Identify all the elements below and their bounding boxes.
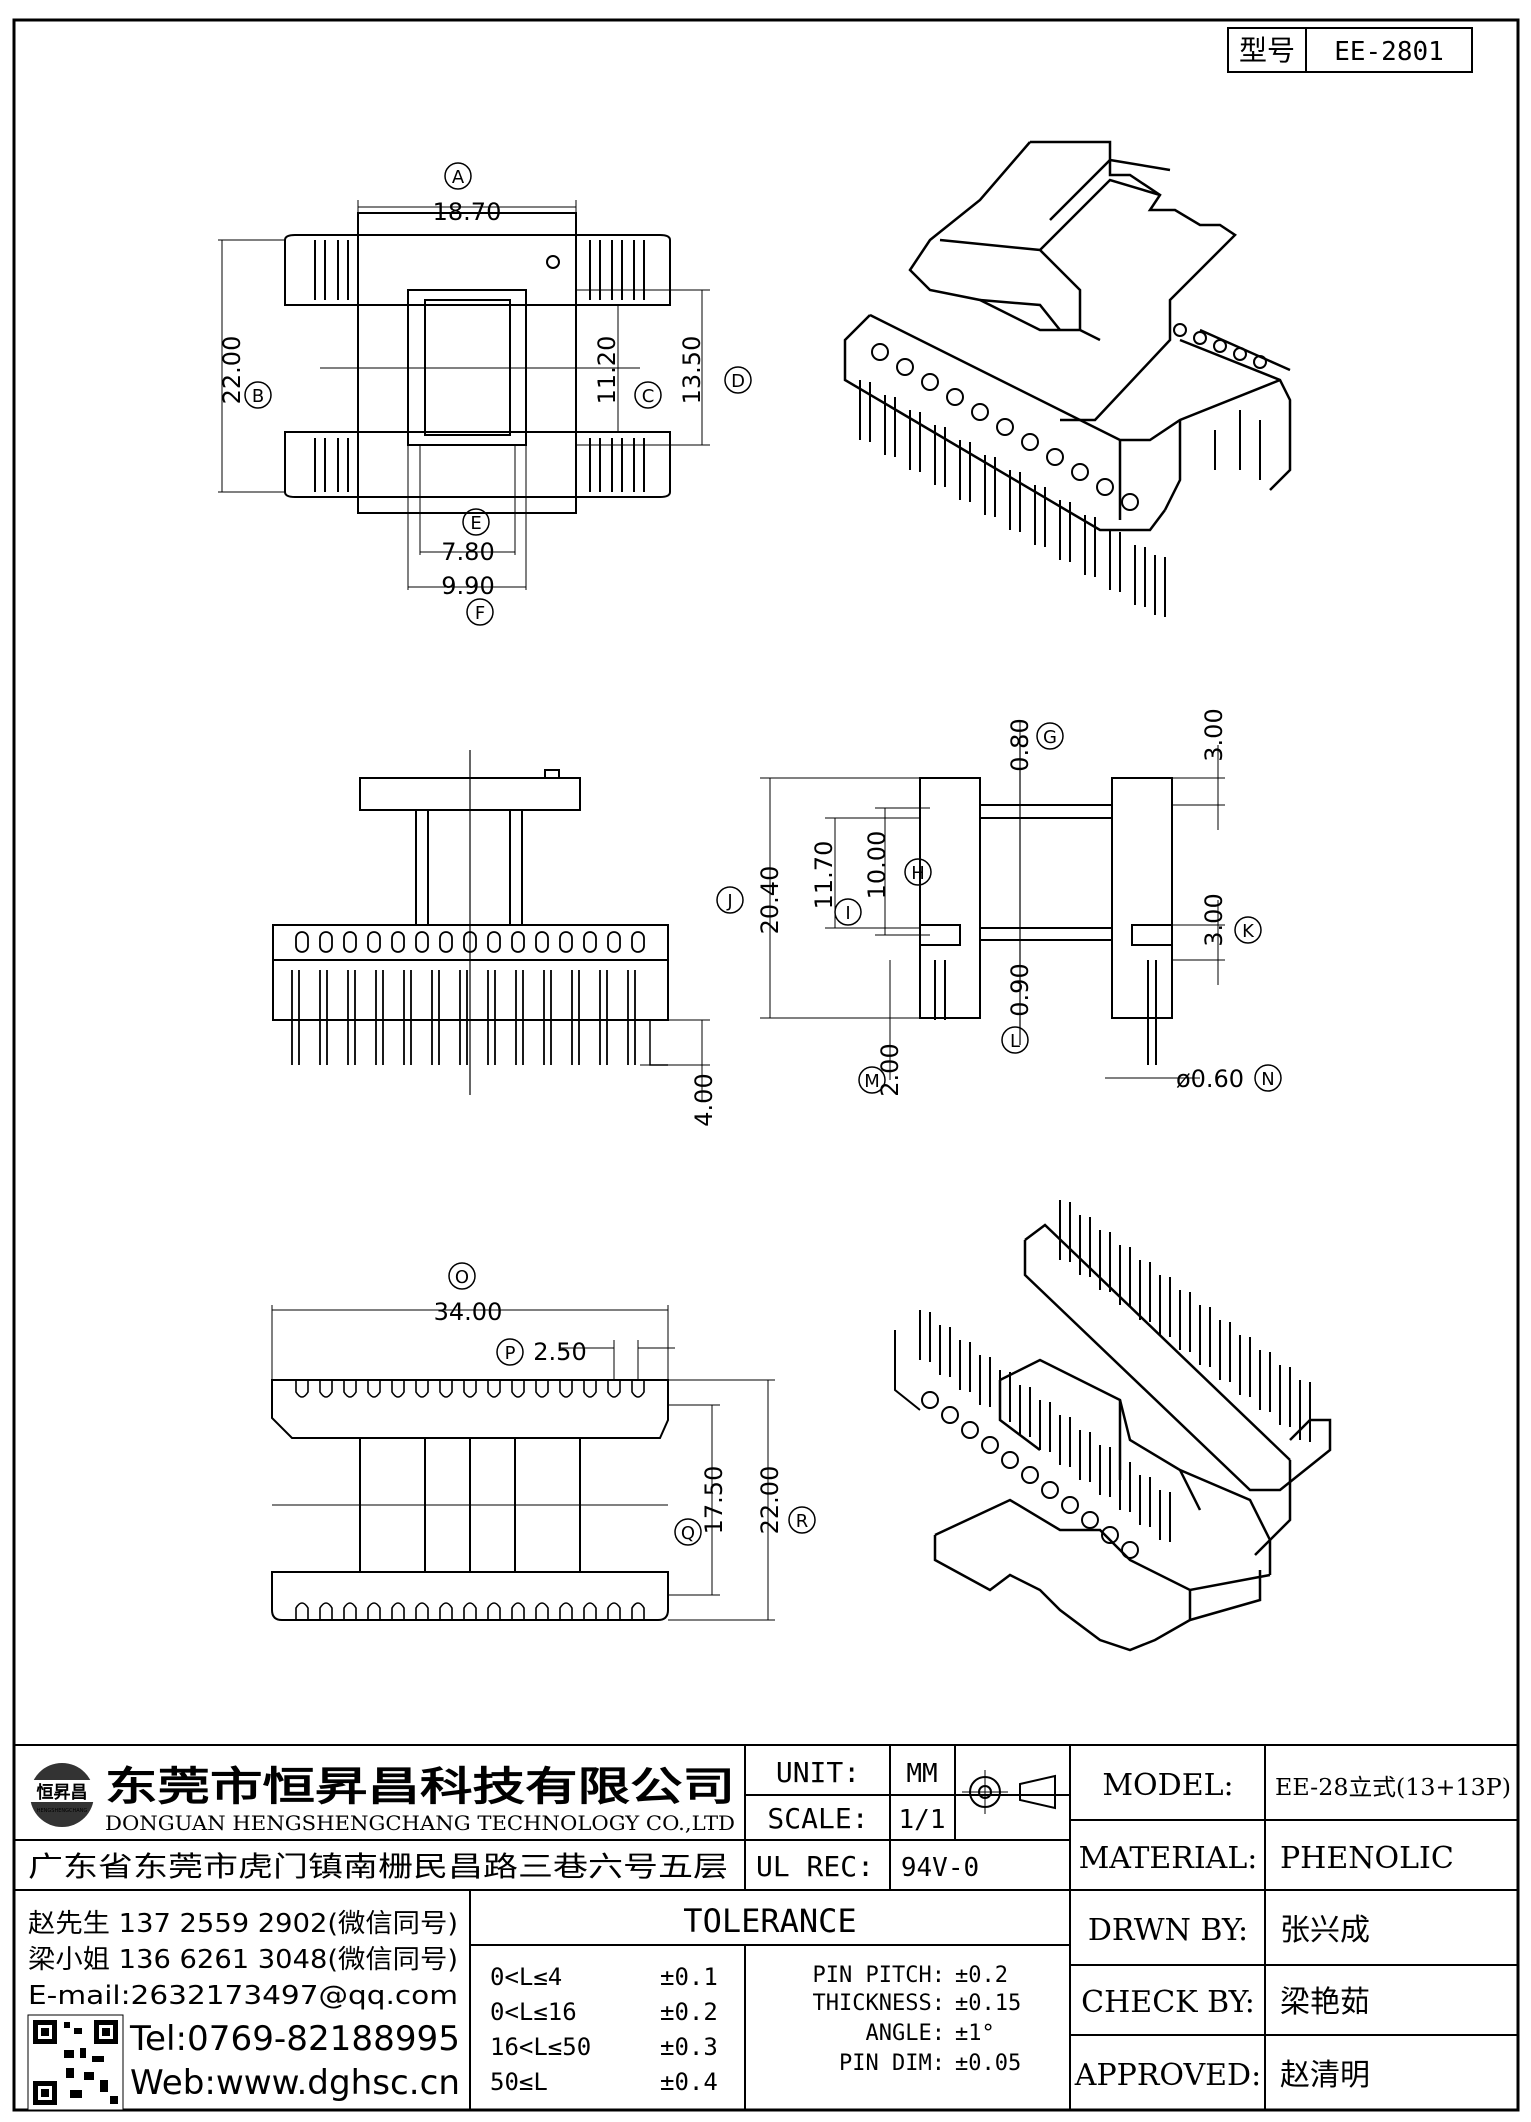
dim-tag-m: M [864, 1071, 880, 1092]
side-view-labels: G 0.80 3.00 H 10.00 I 11.70 J 20.40 K 3.… [716, 708, 1282, 1097]
company-logo: 恒昇昌 HENGSHENGCHANG [28, 1763, 98, 1827]
tol-range-4: 50≤L [490, 2068, 548, 2096]
dim-tag-c: C [642, 386, 655, 407]
dim-value-a: 18.70 [433, 198, 502, 226]
contact-line-2: 梁小姐 136 6261 3048(微信同号) [28, 1945, 458, 1975]
qr-code-icon [27, 2014, 124, 2111]
model-value: EE-28立式(13+13P) [1275, 1775, 1511, 1801]
dim-tag-k: K [1242, 921, 1255, 942]
tol-other-label-3: ANGLE: [866, 2021, 945, 2046]
approved-label: APPROVED: [1074, 2058, 1261, 2093]
isometric-view-bottom [894, 1200, 1332, 1652]
dim-value-f: 9.90 [441, 572, 494, 600]
unit-label: UNIT: [776, 1756, 860, 1789]
tol-range-3: 16<L≤50 [490, 2033, 591, 2061]
company-address: 广东省东莞市虎门镇南栅民昌路三巷六号五层 [28, 1850, 728, 1883]
ul-value: 94V-0 [901, 1853, 979, 1883]
contact-email: E-mail:2632173497@qq.com [28, 1981, 458, 2011]
company-name-en: DONGUAN HENGSHENGCHANG TECHNOLOGY CO.,LT… [105, 1811, 735, 1835]
dim-value-l: 0.90 [1006, 963, 1034, 1016]
contact-line-1: 赵先生 137 2559 2902(微信同号) [28, 1909, 458, 1939]
model-box-label: 型号 [1239, 34, 1295, 67]
tol-range-2: 0<L≤16 [490, 1998, 577, 2026]
dim-value-e: 7.80 [441, 538, 494, 566]
dim-value-o: 34.00 [434, 1298, 503, 1326]
dim-value-4: 4.00 [690, 1073, 718, 1126]
dim-value-c: 11.20 [593, 336, 621, 405]
dim-value-p: 2.50 [533, 1338, 586, 1366]
check-value: 梁艳茹 [1280, 1985, 1370, 2020]
scale-value: 1/1 [899, 1805, 946, 1835]
dim-tag-g: G [1043, 727, 1057, 748]
tol-other-label-4: PIN DIM: [839, 2051, 945, 2076]
model-label: MODEL: [1102, 1768, 1233, 1803]
tol-value-1: ±0.1 [660, 1963, 718, 1991]
check-label: CHECK BY: [1081, 1985, 1255, 2020]
unit-value: MM [906, 1759, 937, 1789]
tol-other-value-1: ±0.2 [955, 1963, 1008, 1988]
dim-value-r: 22.00 [756, 1466, 784, 1535]
tol-value-3: ±0.3 [660, 2033, 718, 2061]
ul-label: UL REC: [756, 1850, 874, 1883]
dim-tag-e: E [470, 513, 481, 534]
tol-range-1: 0<L≤4 [490, 1963, 562, 1991]
dim-tag-i: I [845, 903, 850, 924]
dim-value-d: 13.50 [678, 336, 706, 405]
contact-tel: Tel:0769-82188995 [129, 2019, 460, 2059]
dim-tag-p: P [505, 1343, 516, 1364]
model-box: 型号 EE-2801 [1227, 27, 1473, 73]
tol-other-label-2: THICKNESS: [813, 1991, 945, 2016]
dim-tag-h: H [911, 863, 925, 884]
model-box-value: EE-2801 [1334, 37, 1444, 67]
drwn-label: DRWN BY: [1088, 1913, 1248, 1948]
tol-value-4: ±0.4 [660, 2068, 718, 2096]
dim-value-b: 22.00 [218, 336, 246, 405]
svg-text:HENGSHENGCHANG: HENGSHENGCHANG [37, 1808, 88, 1814]
tol-other-value-4: ±0.05 [955, 2051, 1021, 2076]
top-view [218, 200, 710, 590]
dim-value-g: 0.80 [1006, 718, 1034, 771]
dim-tag-n: N [1261, 1069, 1274, 1090]
isometric-view-top [843, 140, 1292, 617]
bottom-view-labels: O 34.00 P 2.50 Q 17.50 R 22.00 [434, 1262, 816, 1546]
front-view [272, 750, 710, 1100]
tol-other-label-1: PIN PITCH: [813, 1963, 945, 1988]
dim-tag-l: L [1010, 1031, 1020, 1052]
top-view-labels: A 18.70 B 22.00 C 11.20 D 13.50 E 7.80 F… [218, 162, 752, 626]
dim-value-h: 10.00 [863, 831, 891, 900]
dim-tag-d: D [731, 371, 745, 392]
scale-label: SCALE: [767, 1802, 868, 1835]
dim-value-q: 17.50 [700, 1466, 728, 1535]
dim-tag-b: B [252, 386, 264, 407]
material-label: MATERIAL: [1079, 1841, 1258, 1876]
projection-symbol-icon [962, 1770, 1056, 1814]
svg-text:恒昇昌: 恒昇昌 [37, 1782, 88, 1803]
dim-tag-j: J [726, 891, 732, 912]
front-view-labels: 4.00 [690, 1073, 718, 1126]
dim-value-3a: 3.00 [1200, 708, 1228, 761]
dim-value-k: 3.00 [1200, 893, 1228, 946]
tol-other-value-3: ±1° [955, 2021, 995, 2046]
dim-tag-o: O [455, 1267, 469, 1288]
dim-value-n: ø0.60 [1176, 1065, 1244, 1093]
dim-tag-q: Q [681, 1523, 695, 1544]
material-value: PHENOLIC [1280, 1841, 1454, 1876]
tolerance-title: TOLERANCE [683, 1902, 856, 1940]
contact-web: Web:www.dghsc.cn [130, 2063, 460, 2103]
approved-value: 赵清明 [1280, 2058, 1370, 2093]
tol-value-2: ±0.2 [660, 1998, 718, 2026]
dim-value-j: 20.40 [756, 866, 784, 935]
dim-tag-f: F [475, 603, 485, 624]
bottom-view [271, 1305, 775, 1621]
title-block-lines [14, 1744, 1518, 2111]
dim-tag-a: A [452, 167, 465, 188]
dim-value-i: 11.70 [810, 841, 838, 910]
drwn-value: 张兴成 [1280, 1913, 1370, 1948]
dim-value-m: 2.00 [876, 1043, 904, 1096]
dim-tag-r: R [796, 1511, 809, 1532]
company-name-cn: 东莞市恒昇昌科技有限公司 [105, 1764, 735, 1810]
tol-other-value-2: ±0.15 [955, 1991, 1021, 2016]
